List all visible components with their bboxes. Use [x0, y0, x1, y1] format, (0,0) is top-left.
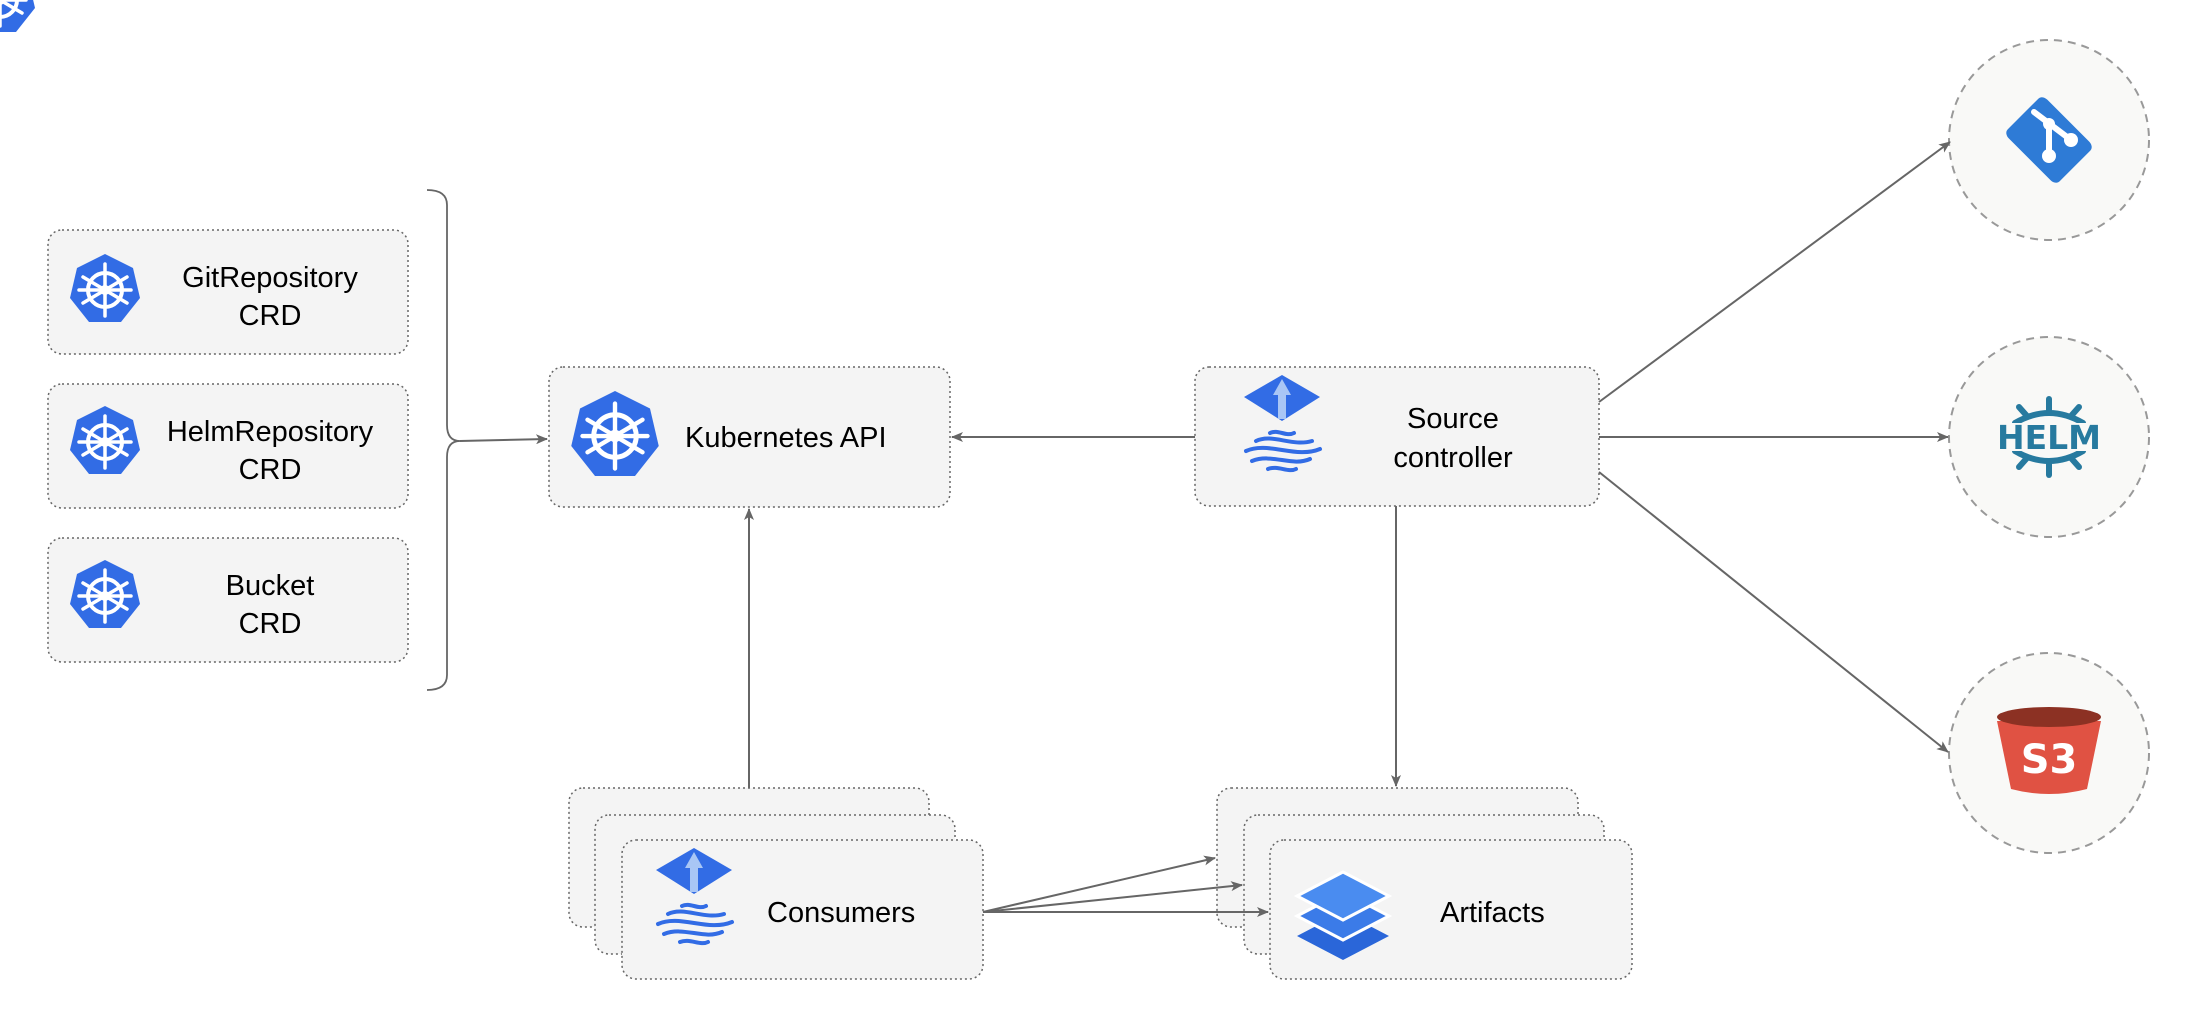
- arrow-consumers-to-artifacts: [982, 855, 1216, 913]
- git-source: [1948, 39, 2150, 241]
- s3-logo-text: S3: [2021, 737, 2078, 783]
- artifacts-node: Artifacts: [1216, 787, 1633, 980]
- consumers-node: Consumers: [568, 787, 984, 980]
- kubernetes-api-label: Kubernetes API: [685, 422, 887, 454]
- source-controller-sublabel: controller: [1393, 442, 1513, 474]
- s3-bucket-icon: S3: [1997, 707, 2101, 794]
- s3-source: S3: [1948, 652, 2150, 854]
- git-icon: [2006, 97, 2092, 183]
- source-controller-node: Source controller: [1194, 366, 1600, 507]
- helm-logo-text: HELM: [1997, 418, 2101, 457]
- crd-gitrepository: GitRepository CRD: [47, 229, 409, 355]
- crd-label: Bucket: [226, 570, 315, 602]
- layers-icon: [1293, 870, 1393, 960]
- arrow-controller-to-git: [1598, 141, 1951, 403]
- artifacts-label: Artifacts: [1440, 897, 1545, 929]
- arrow-crds-to-api: [459, 434, 548, 445]
- crd-sublabel: CRD: [239, 454, 302, 486]
- helm-icon: HELM: [1997, 396, 2101, 478]
- crd-helmrepository: HelmRepository CRD: [47, 383, 409, 509]
- crd-label: GitRepository: [182, 262, 358, 294]
- crd-sublabel: CRD: [239, 300, 302, 332]
- arrow-controller-to-s3: [1598, 471, 1949, 753]
- source-controller-label: Source: [1407, 403, 1499, 435]
- brace: [426, 189, 461, 691]
- crd-sublabel: CRD: [239, 608, 302, 640]
- crd-bucket: Bucket CRD: [47, 537, 409, 663]
- kubernetes-icon: [0, 0, 37, 34]
- arrow-consumers-to-artifacts: [982, 881, 1243, 913]
- kubernetes-api-node: Kubernetes API: [0, 0, 951, 508]
- helm-source: HELM: [1948, 336, 2150, 538]
- consumers-label: Consumers: [767, 897, 915, 929]
- crd-label: HelmRepository: [167, 416, 374, 448]
